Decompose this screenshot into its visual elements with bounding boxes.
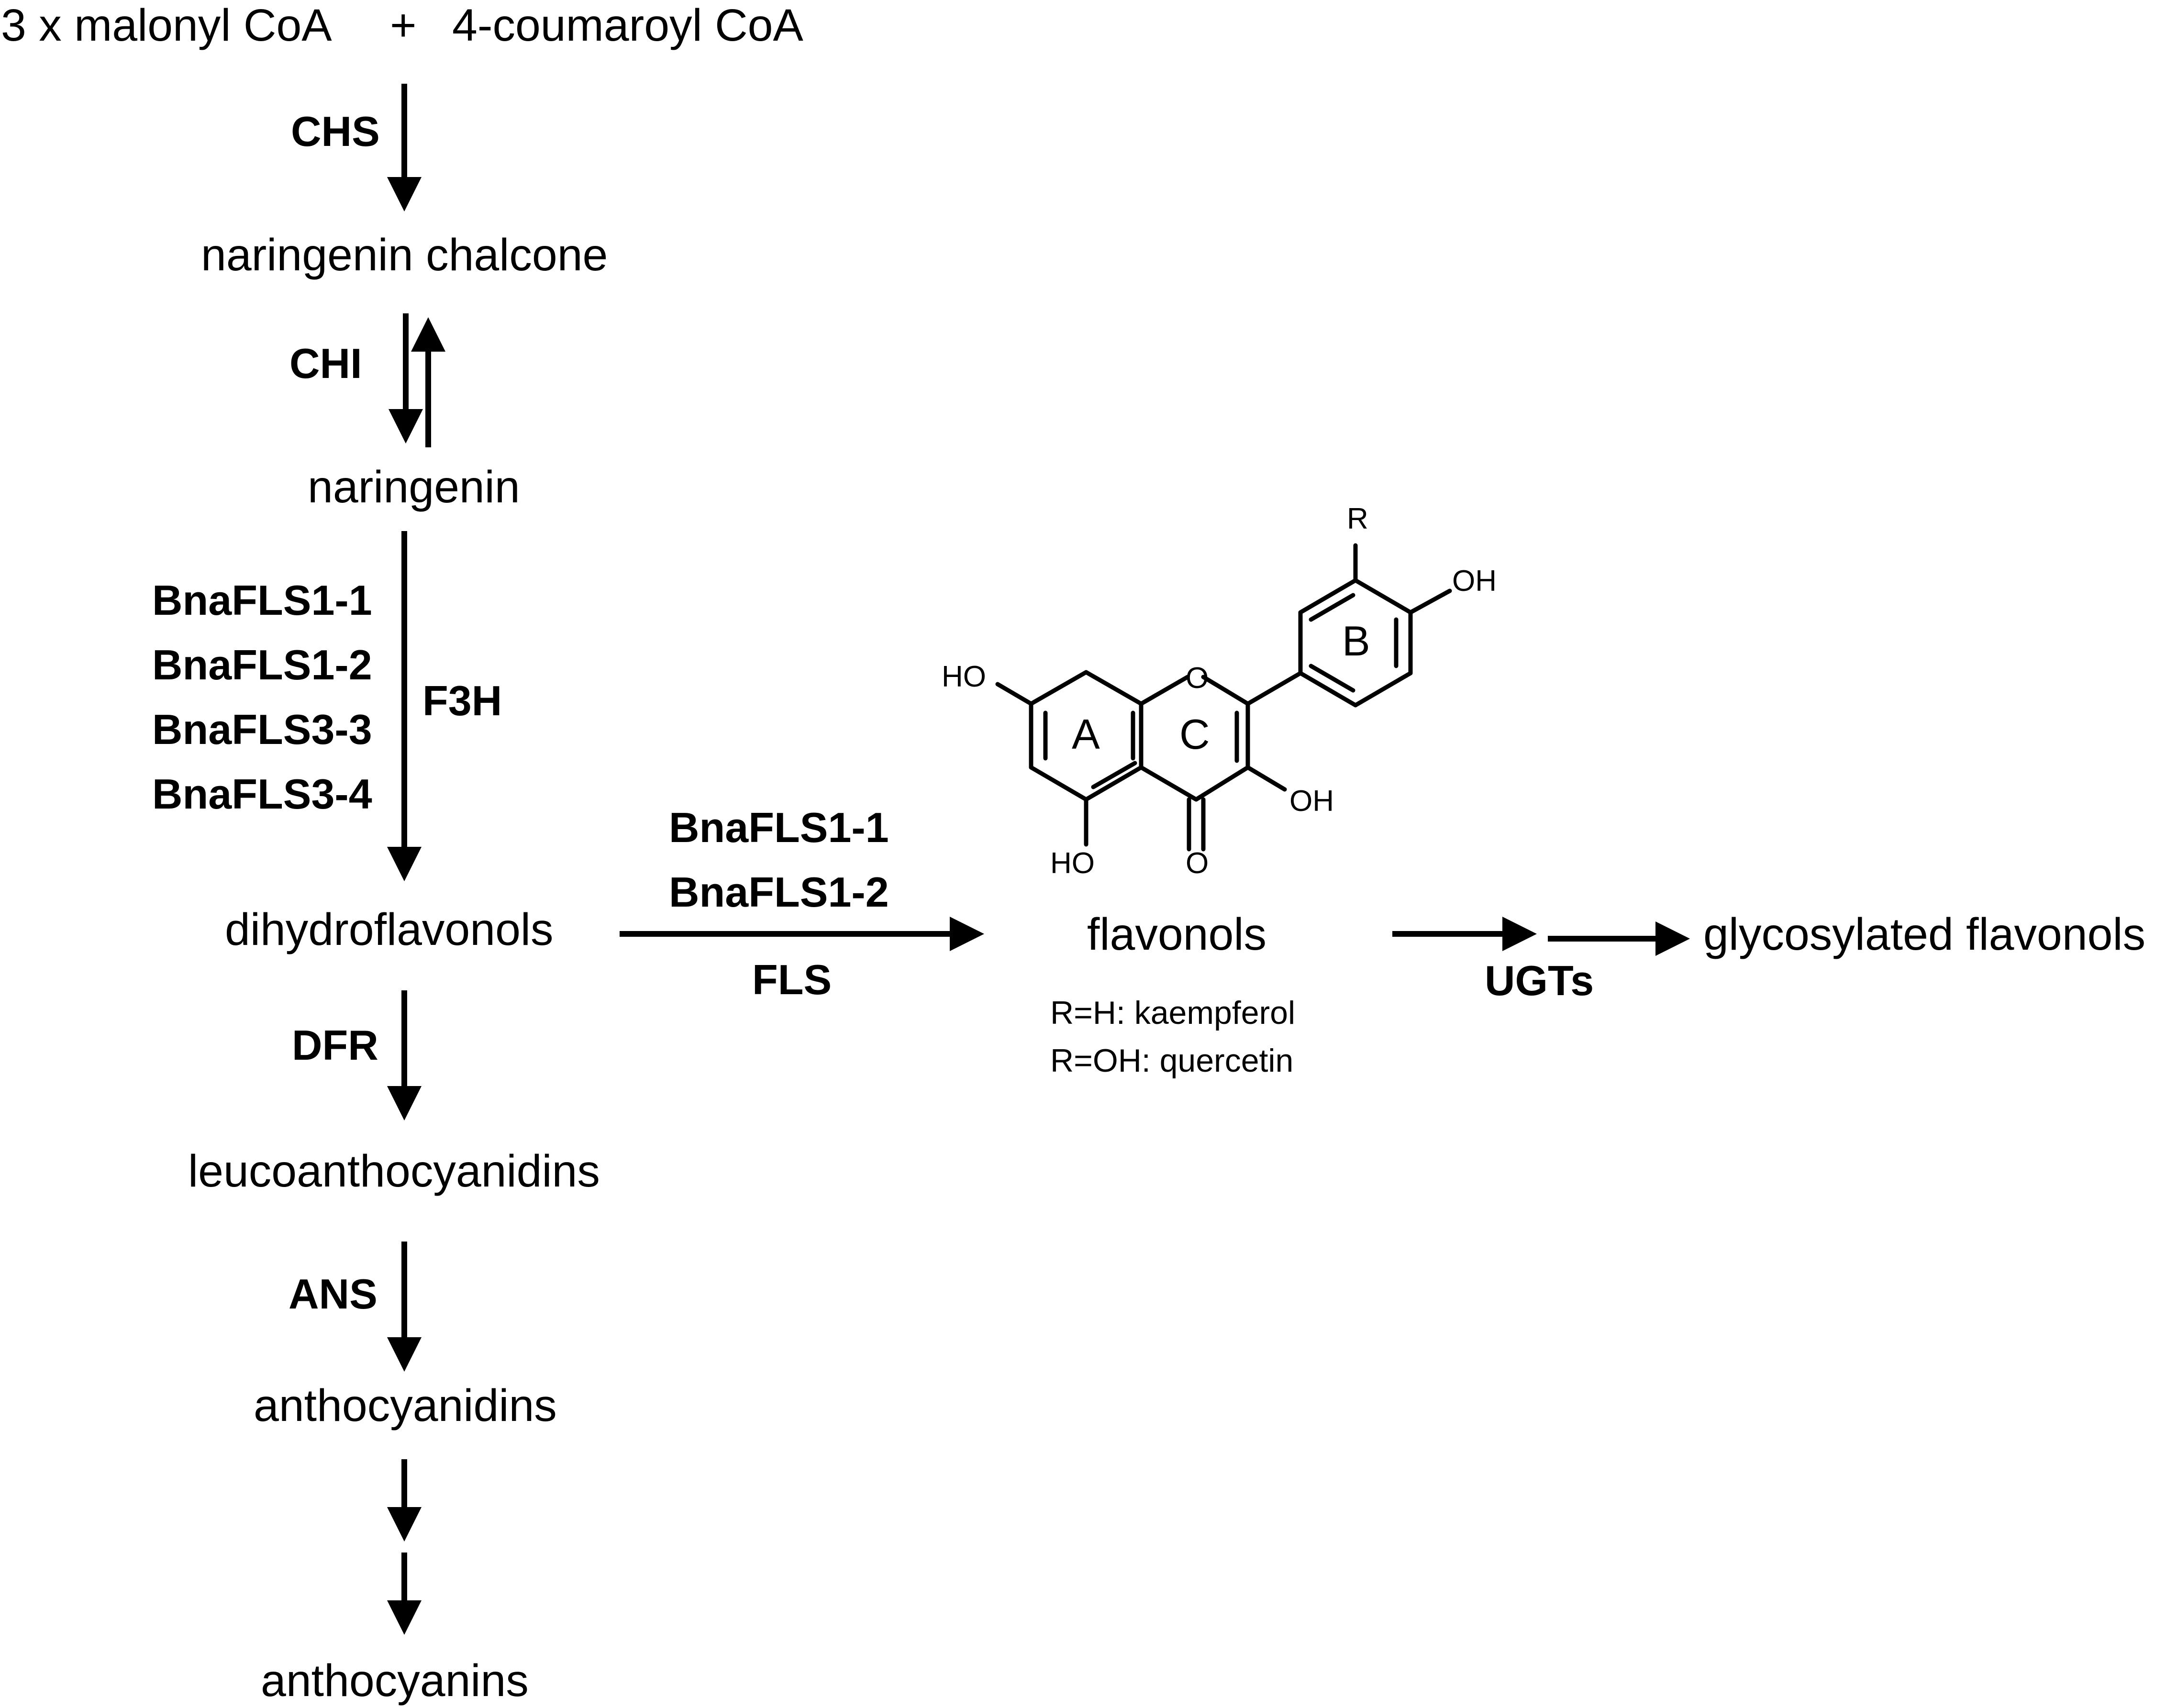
ring-oxygen: O [1186,662,1209,695]
variant-kaempferol: R=H: kaempferol [1050,995,1295,1031]
ho-7-label: HO [942,660,986,693]
substrate-coumaroyl-coa: 4-coumaroyl CoA [452,0,804,51]
fls-gene-2: BnaFLS1-2 [669,868,889,916]
oh3-bond [1245,765,1287,792]
enzyme-ans: ANS [289,1270,378,1318]
oh7-bond [995,682,1033,706]
enzyme-ugts: UGTs [1485,957,1594,1004]
r-group-label: R [1347,502,1368,535]
oh-3-label: OH [1289,785,1334,818]
ring-b-label: B [1342,617,1370,665]
compound-anthocyanidins: anthocyanidins [254,1380,557,1431]
compound-naringenin-chalcone: naringenin chalcone [201,230,608,280]
bc-link-bond [1245,671,1303,706]
plus-sign: + [390,0,416,51]
f3h-gene-2: BnaFLS1-2 [152,641,372,688]
carbonyl-bond [1187,797,1206,852]
variant-quercetin: R=OH: quercetin [1050,1043,1293,1079]
ring-a-double-bonds [1043,710,1137,789]
ring-b-double-bonds [1309,593,1399,693]
f3h-gene-4: BnaFLS3-4 [152,770,372,818]
compound-naringenin: naringenin [308,462,520,512]
compound-flavonols: flavonols [1087,909,1266,960]
oh4-bond [1408,588,1452,615]
oh-4prime-label: OH [1452,565,1497,598]
substrate-malonyl-coa: 3 x malonyl CoA [1,0,332,51]
compound-glycosylated-flavonols: glycosylated flavonols [1703,909,2145,960]
f3h-gene-3: BnaFLS3-3 [152,706,372,753]
enzyme-fls: FLS [752,956,832,1003]
ring-a-label: A [1072,710,1100,758]
carbonyl-oxygen: O [1186,847,1209,880]
enzyme-chs: CHS [291,108,380,155]
enzyme-chi: CHI [289,340,362,387]
compound-anthocyanins: anthocyanins [261,1655,529,1706]
ho-5-label: HO [1050,847,1095,880]
f3h-gene-1: BnaFLS1-1 [152,577,372,624]
fls-gene-1: BnaFLS1-1 [669,804,889,851]
enzyme-f3h: F3H [422,677,502,724]
flavonol-structure: A C B O O HO OH HO OH R [942,502,1497,880]
ring-c-label: C [1179,710,1210,758]
compound-dihydroflavonols: dihydroflavonols [225,904,554,955]
enzyme-dfr: DFR [292,1021,378,1069]
compound-leucoanthocyanidins: leucoanthocyanidins [188,1146,600,1197]
